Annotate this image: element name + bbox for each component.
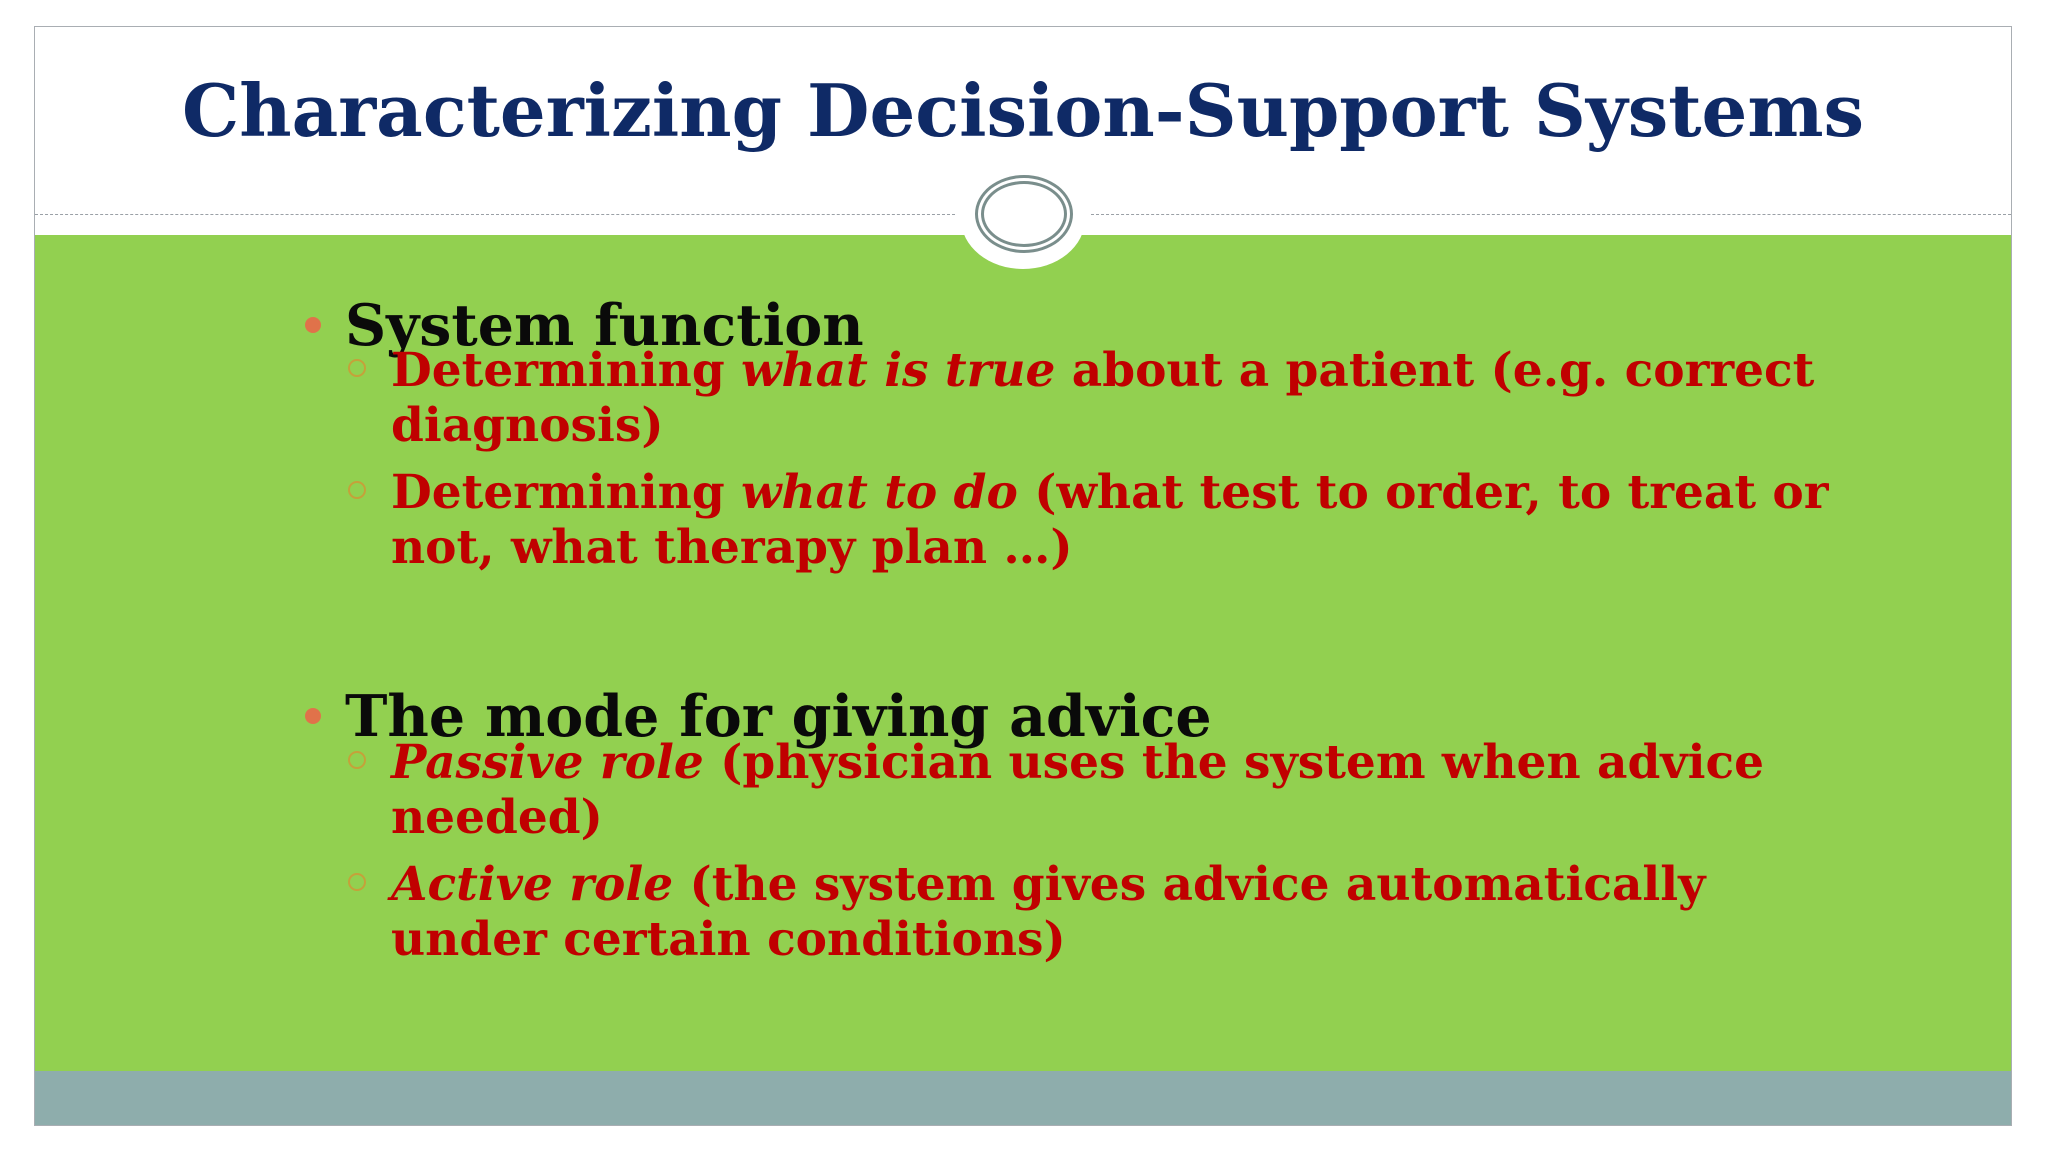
bullet-dot-icon — [305, 708, 321, 724]
footer-band — [35, 1071, 2011, 1125]
sub-bullet-ring-icon — [348, 359, 366, 377]
point-what-is-true: Determining what is true about a patient… — [391, 343, 1815, 453]
slide-title: Characterizing Decision-Support Systems — [181, 68, 1865, 153]
section-heading-mode-for-advice: The mode for giving advice — [345, 683, 1212, 750]
point-what-to-do: Determining what to do (what test to ord… — [391, 465, 1829, 575]
section-heading-system-function: System function — [345, 292, 864, 359]
title-divider-left — [35, 214, 955, 215]
title-divider-right — [1091, 214, 2011, 215]
medallion-inner-ring-icon — [981, 181, 1067, 247]
slide: Characterizing Decision-Support Systems … — [34, 26, 2012, 1126]
sub-bullet-ring-icon — [348, 481, 366, 499]
content-area: System function Determining what is true… — [35, 235, 2011, 1073]
medallion-ring-icon — [975, 175, 1073, 253]
point-active-role: Active role (the system gives advice aut… — [391, 857, 1706, 967]
point-passive-role: Passive role (physician uses the system … — [391, 735, 1764, 845]
sub-bullet-ring-icon — [348, 873, 366, 891]
sub-bullet-ring-icon — [348, 751, 366, 769]
bullet-dot-icon — [305, 317, 321, 333]
